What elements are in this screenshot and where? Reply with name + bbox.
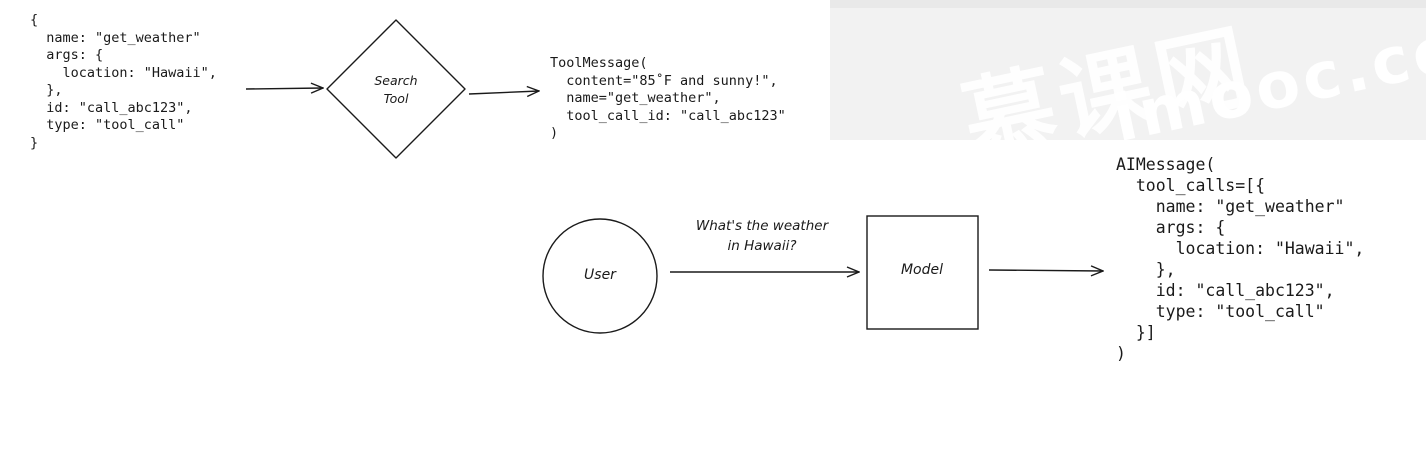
user-circle — [542, 218, 658, 334]
watermark-panel — [830, 0, 1426, 140]
search-tool-label: Search Tool — [374, 73, 418, 106]
model-rect — [866, 215, 979, 330]
search-tool-diamond — [326, 19, 466, 159]
arrow-toolcall-to-search — [245, 88, 323, 89]
user-label: User — [584, 267, 616, 283]
tool-call-json-block: { name: "get_weather" args: { location: … — [30, 12, 217, 151]
arrow-model-to-aimessage — [988, 270, 1103, 271]
model-label: Model — [900, 262, 944, 278]
arrow-search-to-toolmessage — [468, 91, 539, 94]
ai-message-block: AIMessage( tool_calls=[{ name: "get_weat… — [1116, 155, 1365, 363]
watermark-panel-top-band — [830, 0, 1426, 8]
user-question-label: What's the weather in Hawaii? — [695, 218, 829, 254]
tool-message-block: ToolMessage( content="85˚F and sunny!", … — [550, 55, 786, 141]
